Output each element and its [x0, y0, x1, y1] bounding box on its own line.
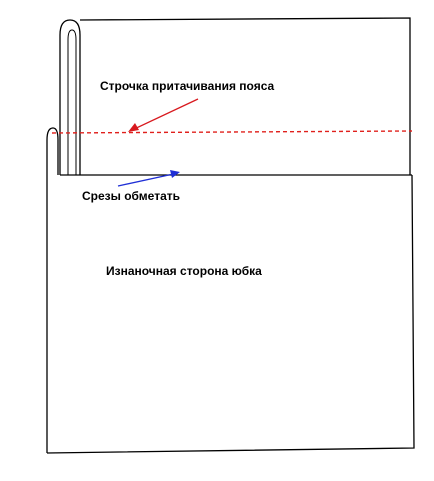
waistband-stitch-label: Строчка притачивания пояса	[100, 79, 275, 93]
skirt-panel-outline	[46, 127, 59, 453]
stitch-arrow-head	[128, 123, 139, 132]
waistband-stitch-line	[51, 130, 413, 134]
skirt-wrong-side-label: Изнаночная сторона юбка	[106, 264, 262, 278]
waistband-fold-inner	[67, 29, 77, 175]
waistband-outline	[59, 19, 81, 175]
edge-arrow	[117, 172, 179, 187]
overlock-edges-label: Срезы обметать	[82, 189, 180, 203]
edge-arrow-head	[170, 170, 180, 178]
skirt-panel-right-bottom	[46, 174, 415, 454]
stitch-arrow	[129, 98, 199, 132]
waistband-body	[79, 17, 411, 175]
